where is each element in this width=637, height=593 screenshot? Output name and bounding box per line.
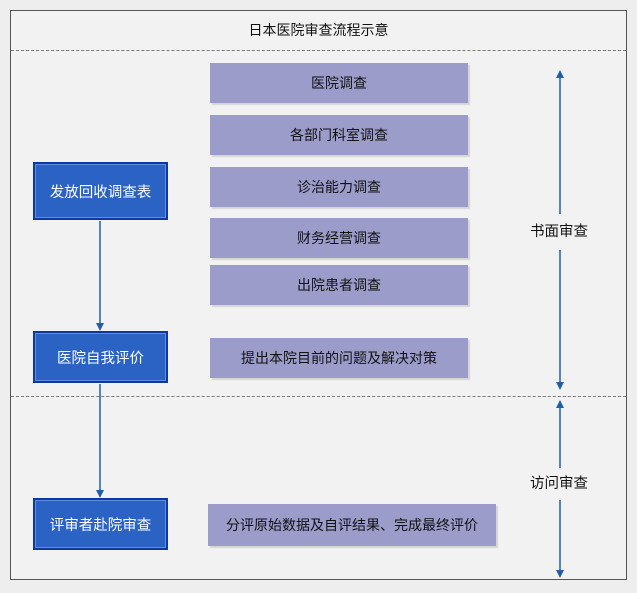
visit-item: 分评原始数据及自评结果、完成最终评价	[208, 504, 496, 546]
survey-item-capability: 诊治能力调查	[210, 167, 468, 207]
diagram-title: 日本医院审查流程示意	[248, 23, 389, 39]
step-distribute-survey: 发放回收调查表	[33, 162, 168, 220]
phase-label-visit: 访问审查	[528, 474, 590, 494]
title-divider	[11, 50, 626, 51]
self-eval-item: 提出本院目前的问题及解决对策	[210, 338, 468, 378]
step-self-evaluation: 医院自我评价	[33, 331, 168, 383]
survey-item-discharge: 出院患者调查	[210, 265, 468, 305]
step-onsite-review: 评审者赴院审查	[33, 498, 168, 550]
phase-label-written: 书面审查	[528, 222, 590, 242]
phase-divider	[11, 396, 626, 397]
survey-item-finance: 财务经营调查	[210, 218, 468, 258]
survey-item-departments: 各部门科室调查	[210, 115, 468, 155]
survey-item-hospital: 医院调查	[210, 63, 468, 103]
